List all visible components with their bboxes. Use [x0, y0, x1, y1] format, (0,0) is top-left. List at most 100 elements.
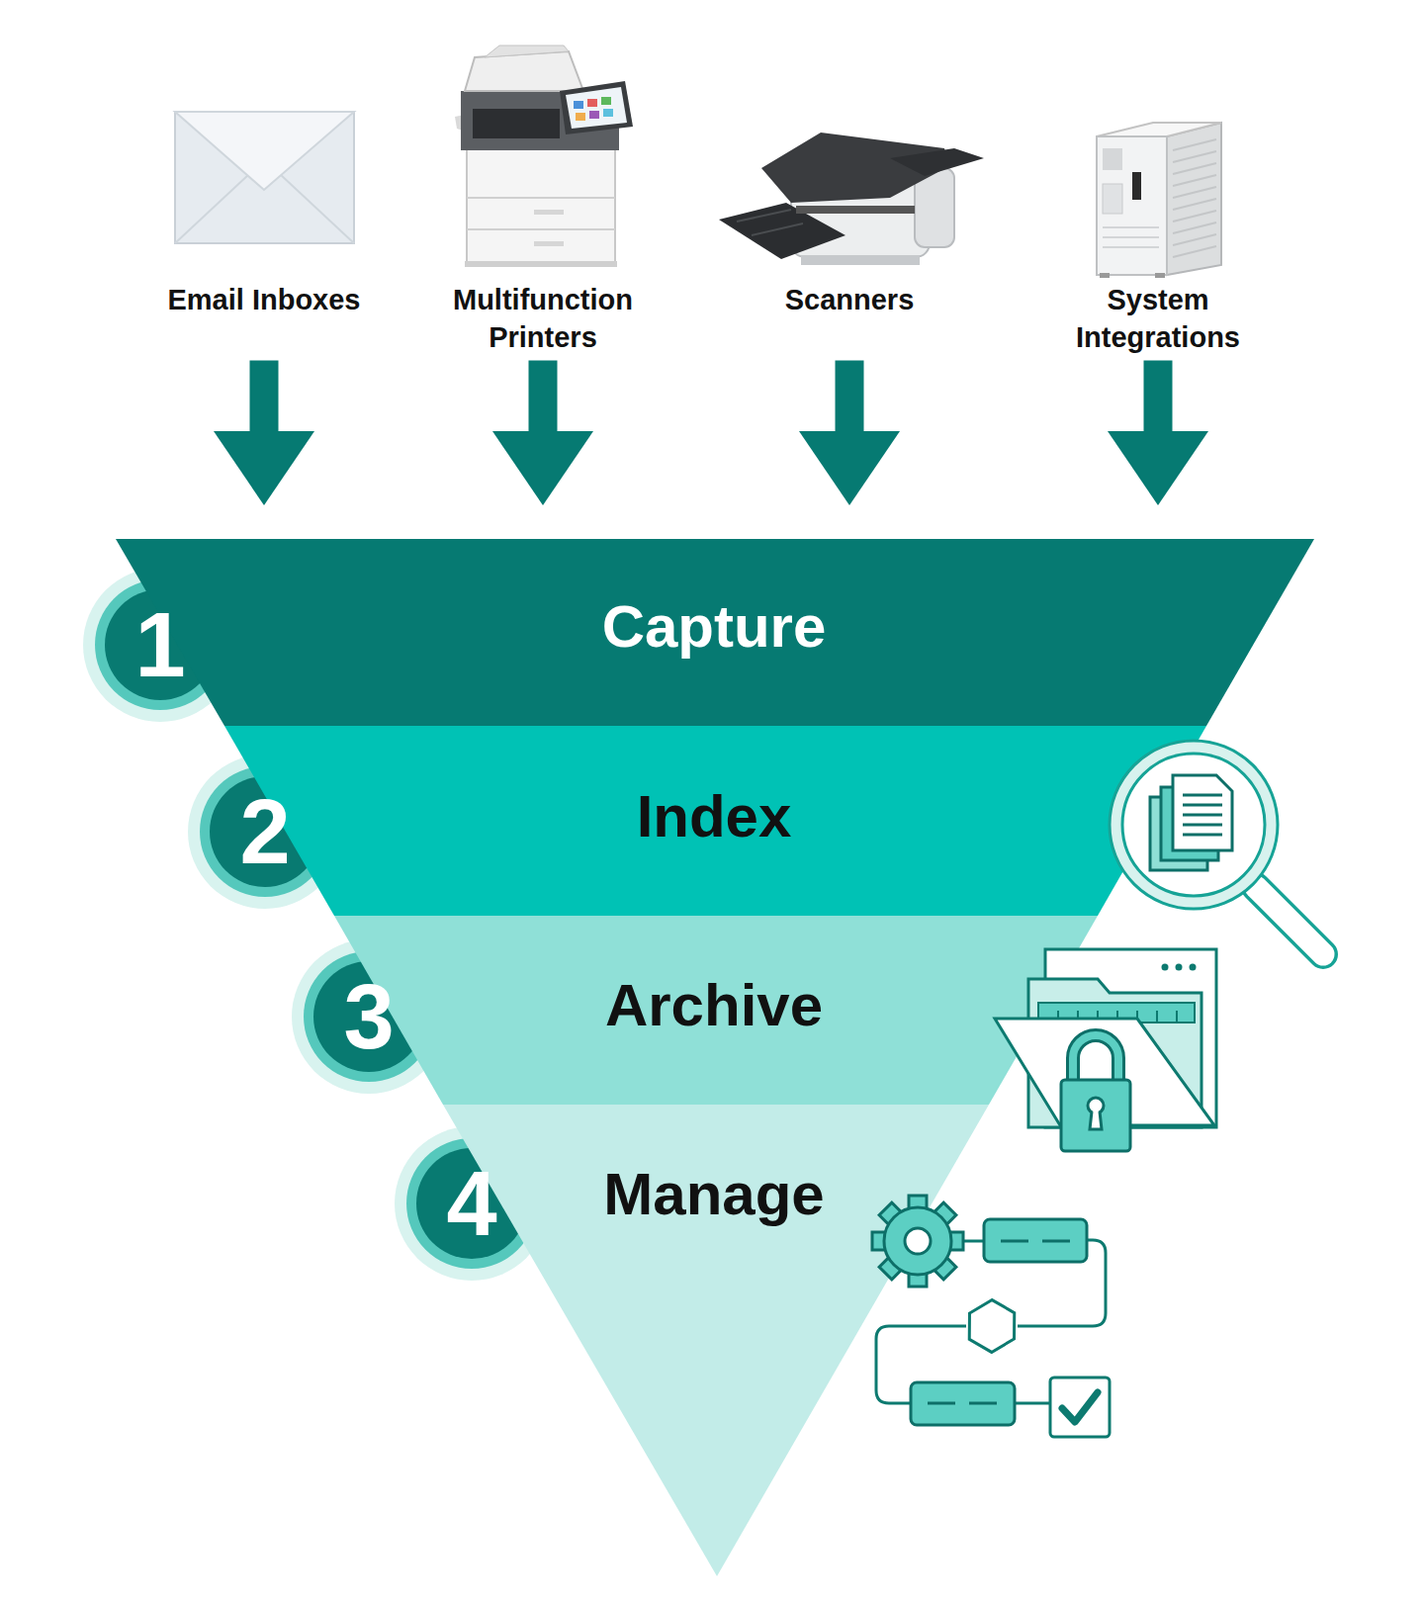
arrow-shaft — [250, 359, 279, 436]
funnel-band: Capture — [115, 538, 1315, 726]
arrow-head — [213, 431, 315, 506]
server-top — [1096, 122, 1222, 137]
gear-hub — [904, 1228, 931, 1254]
server-side — [1166, 122, 1222, 275]
workflow-wire — [963, 1240, 984, 1244]
workflow-decision — [958, 1293, 1026, 1359]
workflow-wire — [876, 1326, 967, 1404]
printer-base — [464, 261, 618, 267]
arrow-head — [799, 431, 900, 506]
gear-tooth — [908, 1195, 927, 1212]
source-node: Scanners — [730, 281, 969, 356]
band-shape — [115, 538, 1315, 726]
arrow-head — [492, 431, 594, 506]
printer-output-slot — [472, 108, 560, 139]
lock-shackle — [1072, 1035, 1119, 1080]
step-dashes — [927, 1402, 997, 1406]
window-dot — [1161, 964, 1169, 972]
source-label: System Integrations — [1039, 281, 1277, 356]
server-lines — [1102, 227, 1159, 248]
magnifier-rim — [1109, 740, 1278, 909]
source-node: Email Inboxes — [145, 281, 383, 356]
workflow-done-box — [1050, 1377, 1110, 1437]
lock-keyhole-slot — [1089, 1111, 1102, 1130]
source-label: Multifunction Printers — [424, 281, 662, 356]
flow-arrow — [492, 359, 594, 506]
printer-screen — [565, 87, 627, 129]
printer-body — [466, 148, 616, 264]
gear-tooth — [872, 1232, 889, 1250]
step-number: 4 — [392, 1157, 551, 1249]
lock-body — [1061, 1079, 1131, 1152]
server-bay — [1102, 183, 1123, 214]
source-label: Scanners — [730, 281, 969, 320]
funnel-band: Archive — [334, 915, 1098, 1105]
window-dot — [1175, 964, 1183, 972]
arrow-shaft — [1144, 359, 1173, 436]
document-middle — [1160, 787, 1219, 861]
printer-feeder — [464, 51, 584, 91]
step-title: Index — [223, 782, 1206, 851]
source-node: Multifunction Printers — [424, 281, 662, 356]
document-front — [1172, 775, 1233, 851]
gear-symbol — [872, 1195, 964, 1287]
arrow-shaft — [835, 359, 865, 436]
server-icon — [1096, 122, 1222, 278]
flow-arrow — [213, 359, 315, 506]
folder-front — [994, 1018, 1215, 1126]
arrow-shaft — [529, 359, 558, 436]
envelope-icon — [175, 111, 355, 244]
server-grille — [1102, 148, 1123, 171]
printer-panel — [559, 81, 633, 135]
gear-tooth — [932, 1202, 957, 1227]
printer-icon — [454, 45, 633, 267]
printer-drawers — [466, 197, 616, 230]
workflow-step — [983, 1219, 1087, 1262]
screen-tile — [575, 112, 586, 121]
folder-window — [1045, 949, 1217, 1128]
gear-tooth — [908, 1270, 927, 1287]
step-title: Archive — [332, 971, 1096, 1040]
arrow-head — [1107, 431, 1209, 506]
envelope-flap — [175, 111, 355, 190]
window-dot — [1189, 964, 1197, 972]
folder-back — [1028, 979, 1202, 1128]
workflow-icon — [872, 1195, 1110, 1437]
magnifier-lens — [1122, 753, 1265, 896]
screen-tile — [589, 110, 600, 119]
scanner-icon — [718, 132, 984, 266]
flow-arrow — [1107, 359, 1209, 506]
screen-tile — [587, 98, 598, 107]
server-front — [1096, 136, 1167, 275]
workflow-wire — [1017, 1240, 1106, 1327]
document-lines — [1182, 795, 1223, 835]
scanner-feeder — [890, 148, 984, 177]
server-button-panel — [1132, 172, 1142, 200]
step-number: 1 — [81, 599, 240, 691]
screen-tile — [601, 96, 612, 105]
server-vents — [1172, 139, 1217, 258]
workflow-step — [910, 1382, 1015, 1425]
screen-tile — [573, 100, 584, 109]
document-back — [1150, 797, 1208, 871]
printer-feeder-tray — [484, 45, 569, 58]
step-number: 3 — [289, 971, 448, 1063]
gear-tooth — [879, 1202, 903, 1227]
gear-tooth — [932, 1255, 957, 1280]
source-node: System Integrations — [1039, 281, 1277, 356]
funnel-band: Manage — [443, 1104, 989, 1577]
printer-handle — [534, 209, 564, 215]
scanner-foot — [801, 255, 920, 266]
step-dashes — [1000, 1240, 1070, 1244]
magnifier-icon — [1109, 740, 1324, 955]
printer-handle — [534, 241, 564, 247]
folder-sheet — [1038, 1002, 1195, 1023]
source-label: Email Inboxes — [145, 281, 383, 320]
magnifier-handle — [1255, 887, 1324, 955]
locked-folder-icon — [994, 949, 1217, 1152]
gear-tooth — [879, 1255, 903, 1280]
lock-keyhole — [1087, 1097, 1104, 1114]
step-title: Capture — [114, 592, 1314, 661]
